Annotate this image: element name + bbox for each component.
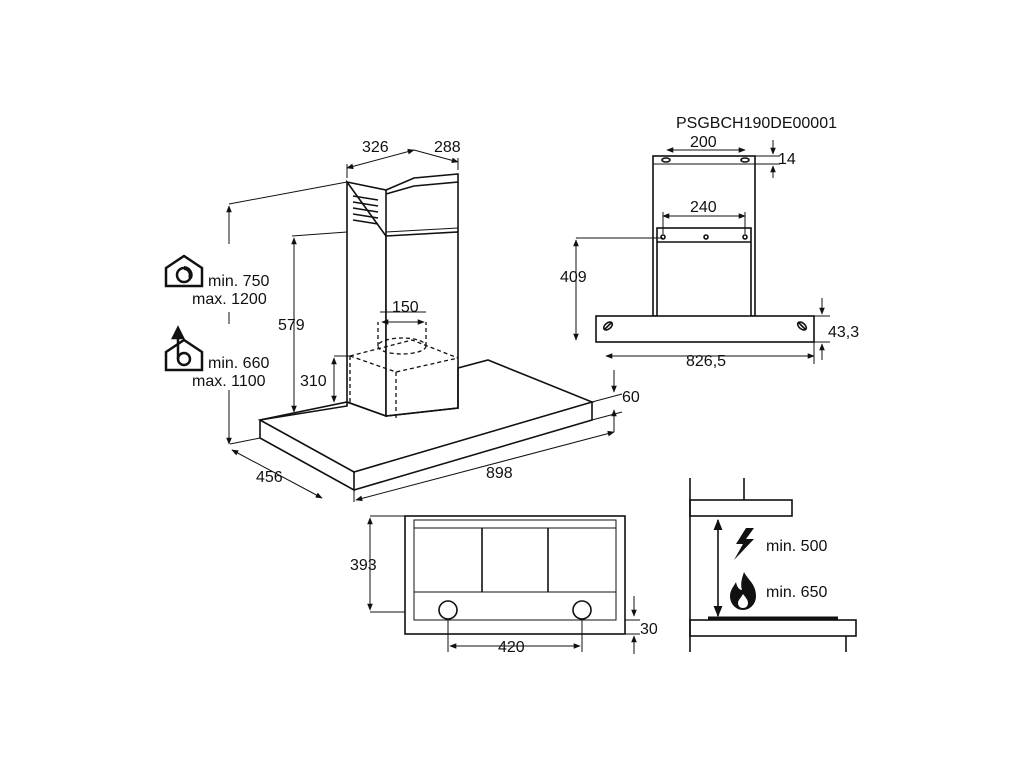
model-code: PSGBCH190DE00001 [676,115,837,132]
hood-edge-height-label: 43,3 [828,324,859,341]
top-bracket-offset-label: 14 [778,151,796,168]
chimney-top [346,173,459,195]
edge-offset-label: 30 [640,621,658,638]
chimney-side [385,231,459,417]
top-bracket-width-label: 200 [690,134,717,151]
hood-width-label: 898 [486,465,513,482]
extraction-min: min. 660 [208,355,269,372]
recirculation-min: min. 750 [208,273,269,290]
clearance-view [689,478,857,652]
bracket-height-label: 409 [560,269,587,286]
electric-clearance-label: min. 500 [766,538,827,555]
bottom-dimensions [367,515,640,654]
extraction-max: max. 1100 [192,373,266,390]
lamp-left [438,600,458,620]
main-view [257,173,595,492]
extraction-house-icon [164,325,204,372]
bottom-depth-label: 393 [350,557,377,574]
bottom-view [404,515,626,635]
flame-icon [730,572,756,610]
hood-depth-label: 456 [256,469,283,486]
outlet-diameter-label: 150 [392,299,419,316]
bracket-dimensions [573,140,830,364]
hood-thickness-label: 60 [622,389,640,406]
hood-length-label: 826,5 [686,353,726,370]
recirculation-house-icon [164,254,204,288]
main-dimensions [226,148,623,502]
inner-motor-box [349,322,459,418]
chimney-height-label: 579 [278,317,305,334]
gas-clearance-label: min. 650 [766,584,827,601]
lower-bracket-width-label: 240 [690,199,717,216]
lamp-right [572,600,592,620]
vent-slots [352,195,379,225]
chimney-depth-label: 288 [434,139,461,156]
box-height-label: 310 [300,373,327,390]
lightning-icon [734,528,754,560]
chimney-width-label: 326 [362,139,389,156]
bracket-view [595,155,815,343]
lamp-spacing-label: 420 [498,639,525,656]
recirculation-max: max. 1200 [192,291,267,308]
chimney-front [346,179,387,418]
